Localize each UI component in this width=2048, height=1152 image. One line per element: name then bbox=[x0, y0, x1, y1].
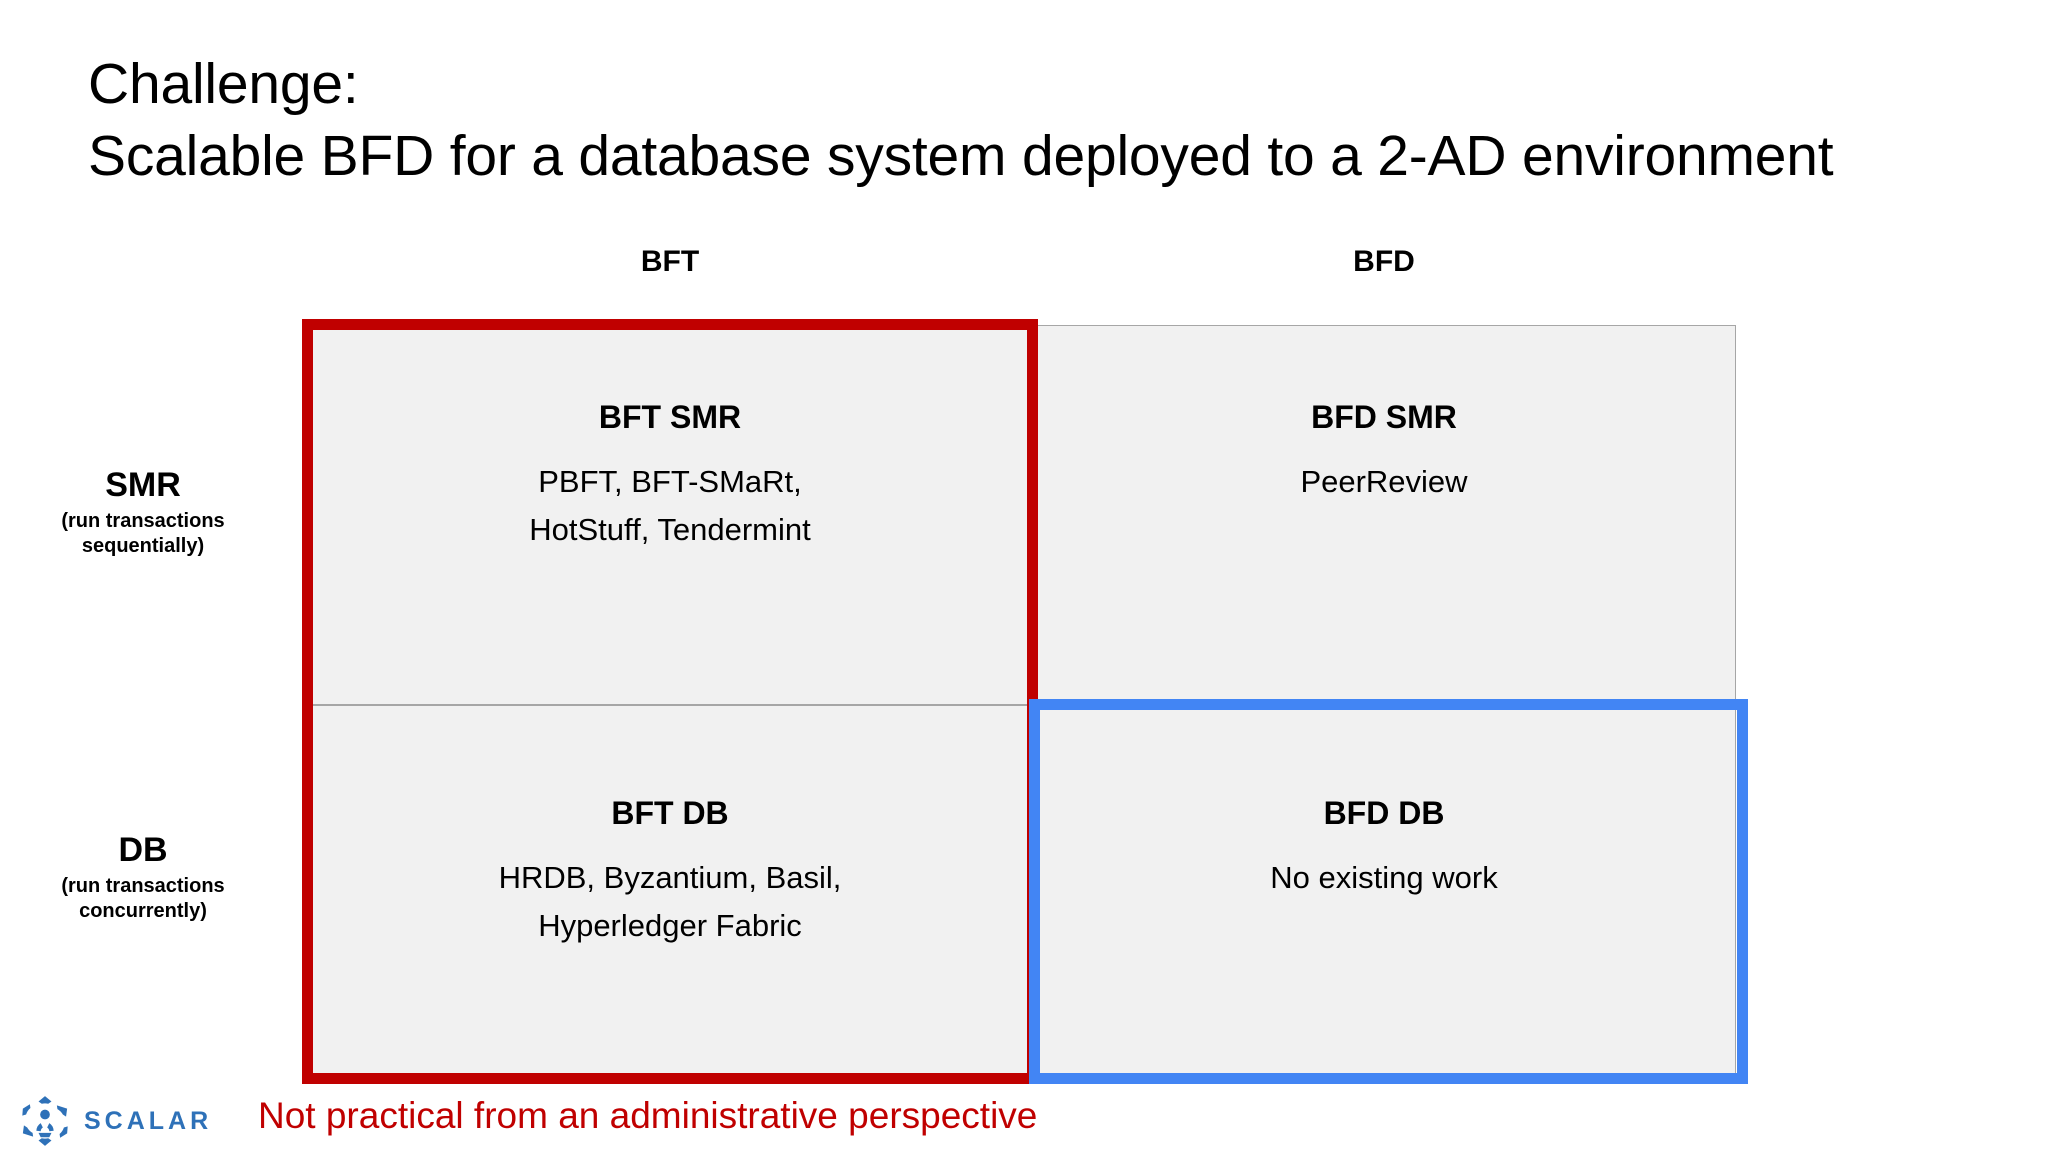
matrix-cell-bft-db-body-line-2: Hyperledger Fabric bbox=[538, 908, 802, 943]
matrix-cell-bft-smr-body-line-2: HotStuff, Tendermint bbox=[529, 512, 811, 547]
matrix-cell-bft-db-title: BFT DB bbox=[611, 795, 729, 831]
matrix-cell-bfd-smr: BFD SMR PeerReview bbox=[1032, 325, 1736, 705]
matrix-cell-bft-db-body: HRDB, Byzantium, Basil, Hyperledger Fabr… bbox=[309, 854, 1031, 950]
page-title-line-1: Challenge: bbox=[88, 52, 359, 116]
matrix-cell-bft-smr-body: PBFT, BFT-SMaRt, HotStuff, Tendermint bbox=[309, 458, 1031, 554]
matrix-cell-bft-smr-body-line-1: PBFT, BFT-SMaRt, bbox=[538, 464, 802, 499]
matrix-cell-bft-smr: BFT SMR PBFT, BFT-SMaRt, HotStuff, Tende… bbox=[308, 325, 1032, 705]
row-header-db-label: DB bbox=[118, 831, 168, 869]
matrix-cell-bfd-smr-title: BFD SMR bbox=[1311, 399, 1457, 435]
column-header-bfd: BFD bbox=[1353, 245, 1415, 278]
brand-wordmark: SCALAR bbox=[84, 1106, 213, 1135]
page-title: Challenge: Scalable BFD for a database s… bbox=[88, 48, 1988, 192]
matrix-cell-bfd-db-body: No existing work bbox=[1033, 854, 1735, 902]
page-title-line-2: Scalable BFD for a database system deplo… bbox=[88, 124, 1834, 188]
matrix-cell-bft-db-body-line-1: HRDB, Byzantium, Basil, bbox=[498, 860, 842, 895]
row-header-smr-label: SMR bbox=[105, 466, 181, 504]
matrix-cell-bft-db: BFT DB HRDB, Byzantium, Basil, Hyperledg… bbox=[308, 705, 1032, 1078]
scalar-hexagon-logo-icon bbox=[18, 1094, 72, 1148]
matrix-cell-bfd-db: BFD DB No existing work bbox=[1032, 705, 1736, 1078]
row-header-db: DB (run transactions concurrently) bbox=[0, 830, 288, 924]
matrix-cell-bfd-db-title: BFD DB bbox=[1323, 795, 1445, 831]
matrix-cell-bfd-db-body-line-1: No existing work bbox=[1270, 860, 1498, 895]
row-header-smr-sublabel: (run transactions sequentially) bbox=[61, 510, 225, 557]
row-header-db-sublabel: (run transactions concurrently) bbox=[61, 875, 225, 922]
row-header-smr: SMR (run transactions sequentially) bbox=[0, 465, 288, 559]
footnote-text: Not practical from an administrative per… bbox=[258, 1095, 1038, 1136]
brand-logo: SCALAR bbox=[18, 1092, 212, 1150]
matrix-cell-bfd-smr-body: PeerReview bbox=[1033, 458, 1735, 506]
matrix-cell-bft-smr-title: BFT SMR bbox=[598, 399, 742, 435]
column-header-bft: BFT bbox=[640, 245, 700, 278]
comparison-matrix: BFT BFD SMR (run transactions sequential… bbox=[61, 245, 1736, 1078]
matrix-cell-bfd-smr-body-line-1: PeerReview bbox=[1300, 464, 1468, 499]
